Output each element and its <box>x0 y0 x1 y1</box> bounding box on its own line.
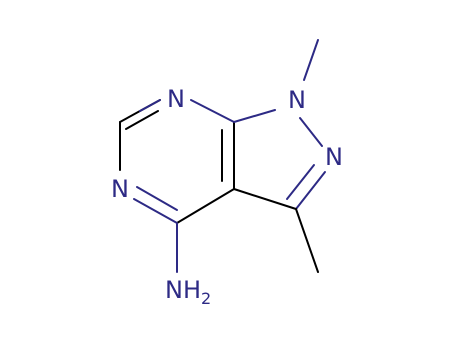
bond-c-ntop-half <box>139 99 161 112</box>
bond-n1-methyl <box>303 39 319 81</box>
atom-n-left: N <box>111 175 129 203</box>
bond-n2-c3-double <box>286 164 315 200</box>
bond-c-ntop-double <box>125 110 159 130</box>
bond-nleft-c-double <box>136 186 178 211</box>
atom-nh2: NH2 <box>165 276 211 308</box>
bond-n1-n2 <box>299 117 323 147</box>
bond-c3-methyl <box>295 208 319 273</box>
atom-n1: N <box>288 86 306 114</box>
atom-nh2-main: NH <box>165 276 201 304</box>
atom-n2: N <box>325 143 343 171</box>
bond-nleft-c <box>133 198 178 224</box>
bond-ntop-c <box>190 99 235 123</box>
atom-n-top: N <box>167 85 185 113</box>
atom-labels: N N N N NH2 <box>111 85 343 308</box>
bond-c3-cjunc <box>233 188 297 210</box>
bond-cjunc-n1 <box>233 109 276 123</box>
bond-camine-cjunc <box>176 188 235 224</box>
atom-nh2-sub: 2 <box>201 289 211 308</box>
bond-n2-c3 <box>295 171 326 210</box>
bonds <box>119 39 326 273</box>
